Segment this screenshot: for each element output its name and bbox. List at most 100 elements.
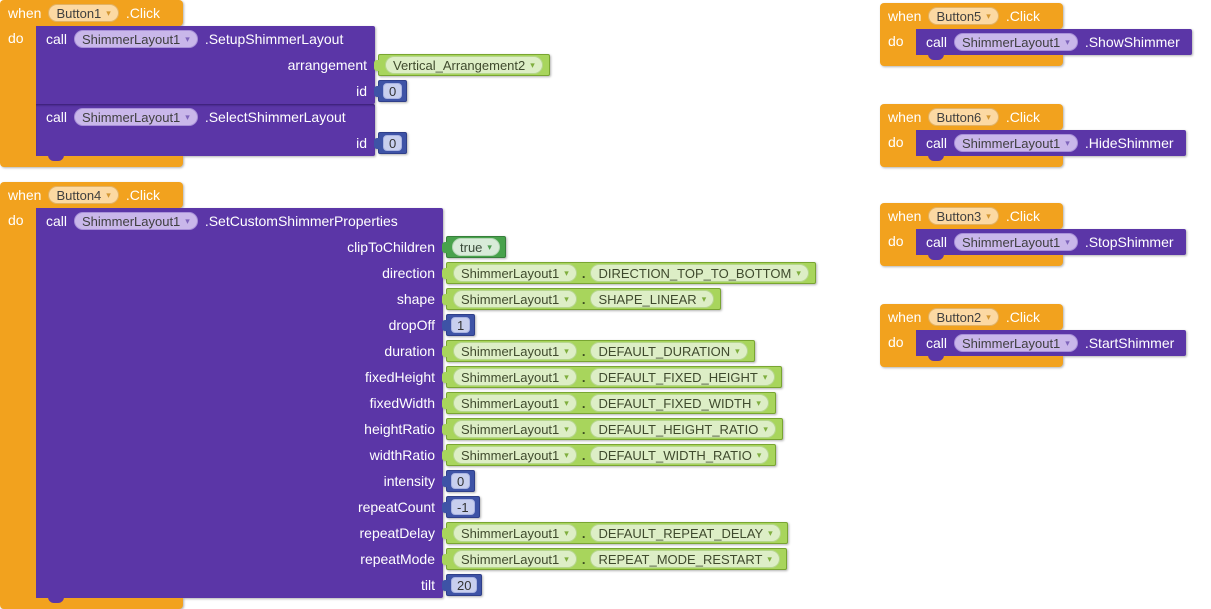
number-value[interactable]: 1	[451, 317, 471, 333]
component-dropdown[interactable]: ShimmerLayout1▾	[453, 342, 577, 360]
button-name: Button1	[56, 5, 102, 21]
component-dropdown[interactable]: ShimmerLayout1▾	[453, 290, 577, 308]
component-dropdown[interactable]: ShimmerLayout1▾	[954, 233, 1078, 251]
chevron-down-icon: ▾	[185, 215, 190, 226]
property-getter-block[interactable]: ShimmerLayout1▾ . DEFAULT_HEIGHT_RATIO▾	[442, 418, 783, 440]
button-dropdown[interactable]: Button1 ▾	[48, 4, 119, 22]
event-header[interactable]: when Button2▾ .Click	[880, 304, 1063, 330]
number-value[interactable]: -1	[451, 499, 475, 515]
component-dropdown[interactable]: ShimmerLayout1▾	[954, 134, 1078, 152]
do-spine: do	[880, 229, 916, 255]
chevron-down-icon: ▾	[564, 397, 569, 408]
method-name: .SelectShimmerLayout	[204, 109, 346, 125]
event-header[interactable]: when Button1▾ .Click	[0, 0, 183, 26]
number-value[interactable]: 0	[383, 83, 403, 99]
button-dropdown[interactable]: Button5▾	[928, 7, 999, 25]
do-spine: do	[0, 26, 36, 156]
param-row-repeatmode: repeatMode ShimmerLayout1▾ . REPEAT_MODE…	[36, 546, 787, 572]
button-dropdown[interactable]: Button4▾	[48, 186, 119, 204]
component-value-block[interactable]: Vertical_Arrangement2▾	[374, 54, 550, 76]
param-row-repeatdelay: repeatDelay ShimmerLayout1▾ . DEFAULT_RE…	[36, 520, 788, 546]
number-value[interactable]: 0	[451, 473, 471, 489]
constant-name: REPEAT_MODE_RESTART	[598, 551, 763, 567]
component-name: ShimmerLayout1	[461, 525, 560, 541]
call-select-shimmer-layout-block[interactable]: call ShimmerLayout1▾ .SelectShimmerLayou…	[36, 104, 408, 161]
constant-dropdown[interactable]: SHAPE_LINEAR▾	[590, 290, 715, 308]
event-header[interactable]: when Button4▾ .Click	[0, 182, 183, 208]
event-header[interactable]: when Button3▾ .Click	[880, 203, 1063, 229]
number-block[interactable]: 1	[441, 314, 476, 336]
click-label: .Click	[1005, 109, 1041, 125]
constant-dropdown[interactable]: REPEAT_MODE_RESTART▾	[590, 550, 780, 568]
component-dropdown[interactable]: ShimmerLayout1▾	[954, 334, 1078, 352]
event-header[interactable]: when Button6▾ .Click	[880, 104, 1063, 130]
dot-separator: .	[581, 421, 586, 437]
number-block[interactable]: -1	[442, 496, 480, 518]
component-dropdown[interactable]: ShimmerLayout1▾	[453, 368, 577, 386]
component-dropdown[interactable]: ShimmerLayout1▾	[954, 33, 1078, 51]
constant-dropdown[interactable]: DEFAULT_HEIGHT_RATIO▾	[590, 420, 776, 438]
component-dropdown[interactable]: ShimmerLayout1▾	[453, 420, 577, 438]
event-block-button1[interactable]: when Button1▾ .Click do call ShimmerLayo…	[0, 0, 550, 167]
constant-dropdown[interactable]: DEFAULT_DURATION▾	[590, 342, 748, 360]
constant-dropdown[interactable]: DEFAULT_FIXED_WIDTH▾	[590, 394, 769, 412]
component-name: ShimmerLayout1	[82, 31, 181, 47]
button-name: Button4	[56, 187, 102, 203]
number-block[interactable]: 20	[441, 574, 483, 596]
component-dropdown[interactable]: ShimmerLayout1▾	[453, 550, 577, 568]
constant-dropdown[interactable]: DEFAULT_FIXED_HEIGHT▾	[590, 368, 776, 386]
property-getter-block[interactable]: ShimmerLayout1▾ . DEFAULT_WIDTH_RATIO▾	[441, 444, 777, 466]
property-getter-block[interactable]: ShimmerLayout1▾ . DEFAULT_REPEAT_DELAY▾	[442, 522, 788, 544]
property-getter-block[interactable]: ShimmerLayout1▾ . DEFAULT_FIXED_HEIGHT▾	[441, 366, 783, 388]
param-label: id	[356, 135, 367, 151]
chevron-down-icon: ▾	[106, 7, 111, 18]
number-value[interactable]: 20	[451, 577, 478, 593]
constant-dropdown[interactable]: DEFAULT_REPEAT_DELAY▾	[590, 524, 781, 542]
call-stop-shimmer-block[interactable]: call ShimmerLayout1▾ .StopShimmer	[916, 229, 1186, 260]
component-dropdown[interactable]: ShimmerLayout1▾	[74, 212, 198, 230]
event-block-button2[interactable]: when Button2▾ .Click do call ShimmerLayo…	[880, 304, 1187, 367]
number-block[interactable]: 0	[373, 80, 408, 102]
component-dropdown[interactable]: ShimmerLayout1▾	[74, 30, 198, 48]
number-block[interactable]: 0	[441, 470, 476, 492]
button-dropdown[interactable]: Button2▾	[928, 308, 999, 326]
param-row-id: id 0	[36, 130, 408, 156]
param-label: tilt	[421, 577, 435, 593]
click-label: .Click	[1005, 8, 1041, 24]
event-block-button3[interactable]: when Button3▾ .Click do call ShimmerLayo…	[880, 203, 1186, 266]
arrangement-dropdown[interactable]: Vertical_Arrangement2▾	[385, 56, 543, 74]
param-label: direction	[382, 265, 435, 281]
call-set-custom-shimmer-properties-block[interactable]: call ShimmerLayout1▾ .SetCustomShimmerPr…	[36, 208, 816, 603]
button-dropdown[interactable]: Button6▾	[928, 108, 999, 126]
constant-name: DEFAULT_WIDTH_RATIO	[598, 447, 752, 463]
event-block-button4[interactable]: when Button4▾ .Click do call ShimmerLayo…	[0, 182, 816, 609]
property-getter-block[interactable]: ShimmerLayout1▾ . DEFAULT_DURATION▾	[442, 340, 755, 362]
component-dropdown[interactable]: ShimmerLayout1▾	[453, 446, 577, 464]
component-dropdown[interactable]: ShimmerLayout1▾	[453, 394, 577, 412]
logic-true-block[interactable]: true▾	[442, 236, 506, 258]
constant-dropdown[interactable]: DEFAULT_WIDTH_RATIO▾	[590, 446, 770, 464]
call-show-shimmer-block[interactable]: call ShimmerLayout1▾ .ShowShimmer	[916, 29, 1192, 60]
button-dropdown[interactable]: Button3▾	[928, 207, 999, 225]
component-name: ShimmerLayout1	[461, 551, 560, 567]
property-getter-block[interactable]: ShimmerLayout1▾ . SHAPE_LINEAR▾	[441, 288, 722, 310]
event-block-button6[interactable]: when Button6▾ .Click do call ShimmerLayo…	[880, 104, 1186, 167]
number-block[interactable]: 0	[373, 132, 408, 154]
event-block-button5[interactable]: when Button5▾ .Click do call ShimmerLayo…	[880, 3, 1192, 66]
call-setup-shimmer-layout-block[interactable]: call ShimmerLayout1▾ .SetupShimmerLayout…	[36, 26, 550, 104]
property-getter-block[interactable]: ShimmerLayout1▾ . DEFAULT_FIXED_WIDTH▾	[442, 392, 776, 414]
call-label: call	[926, 135, 948, 151]
property-getter-block[interactable]: ShimmerLayout1▾ . REPEAT_MODE_RESTART▾	[442, 548, 787, 570]
component-dropdown[interactable]: ShimmerLayout1▾	[453, 524, 577, 542]
event-header[interactable]: when Button5▾ .Click	[880, 3, 1063, 29]
call-hide-shimmer-block[interactable]: call ShimmerLayout1▾ .HideShimmer	[916, 130, 1186, 161]
logic-dropdown[interactable]: true▾	[452, 238, 500, 256]
number-value[interactable]: 0	[383, 135, 403, 151]
component-name: ShimmerLayout1	[461, 369, 560, 385]
chevron-down-icon: ▾	[564, 449, 569, 460]
component-dropdown[interactable]: ShimmerLayout1▾	[74, 108, 198, 126]
constant-dropdown[interactable]: DIRECTION_TOP_TO_BOTTOM▾	[590, 264, 809, 282]
call-start-shimmer-block[interactable]: call ShimmerLayout1▾ .StartShimmer	[916, 330, 1187, 361]
component-dropdown[interactable]: ShimmerLayout1▾	[453, 264, 577, 282]
property-getter-block[interactable]: ShimmerLayout1▾ . DIRECTION_TOP_TO_BOTTO…	[442, 262, 816, 284]
